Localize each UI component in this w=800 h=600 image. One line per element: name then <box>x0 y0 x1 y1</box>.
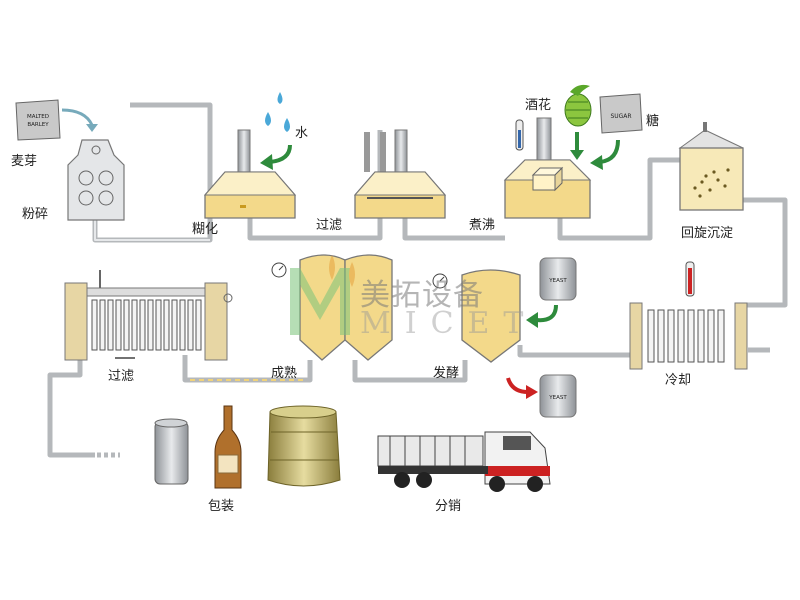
label-malt: 麦芽 <box>11 154 38 169</box>
arrow-sugar-icon <box>599 139 620 164</box>
hops-icon <box>564 84 592 127</box>
malt-bag-line1: MALTED <box>27 114 49 120</box>
cooler-icon <box>629 302 770 370</box>
arrow-water-icon <box>269 144 292 164</box>
keg-icon <box>267 405 341 487</box>
malt-bag-icon: MALTED BARLEY <box>15 99 61 141</box>
label-cooling: 冷却 <box>665 373 692 388</box>
label-fermentation: 发酵 <box>433 366 460 381</box>
filter-press-icon <box>64 270 233 361</box>
label-packaging: 包装 <box>208 499 235 514</box>
fermentation-tank-icon <box>432 269 521 363</box>
label-boiling: 煮沸 <box>469 218 496 233</box>
malt-bag-line2: BARLEY <box>27 122 49 128</box>
mill-icon <box>67 139 125 221</box>
sugar-bag-text: SUGAR <box>610 113 631 120</box>
arrow-yeast-in-icon <box>535 304 558 323</box>
brew-kettle-icon <box>503 117 592 219</box>
label-hops: 酒花 <box>525 98 552 113</box>
thermometer-kettle-icon <box>515 119 524 151</box>
yeast-out-text: YEAST <box>548 395 567 401</box>
truck-icon <box>377 431 551 492</box>
arrow-malt-icon <box>61 108 94 126</box>
label-maturation: 成熟 <box>271 366 298 381</box>
yeast-in-text: YEAST <box>548 278 567 284</box>
sugar-bag-icon: SUGAR <box>599 93 643 134</box>
arrow-yeast-out-icon <box>506 377 529 394</box>
label-water: 水 <box>295 126 309 141</box>
label-sugar: 糖 <box>646 114 660 129</box>
water-drops-icon <box>265 92 290 132</box>
watermark-cn: 美拓设备 <box>360 278 484 313</box>
watermark-logo <box>290 255 355 335</box>
whirlpool-tank-icon <box>678 122 744 211</box>
thermometer-cooler-icon <box>685 261 695 297</box>
bottle-icon <box>214 405 242 489</box>
lauter-tun-icon <box>353 129 447 219</box>
yeast-out-icon: YEAST <box>539 374 577 418</box>
label-whirlpool: 回旋沉淀 <box>681 226 734 241</box>
yeast-in-icon: YEAST <box>539 257 577 301</box>
label-mashing: 糊化 <box>192 222 219 237</box>
label-lautering: 过滤 <box>316 218 343 233</box>
label-distribution: 分销 <box>435 499 462 514</box>
label-filtration: 过滤 <box>108 369 135 384</box>
watermark-en: MICET <box>360 306 538 341</box>
mash-tun-icon <box>203 129 297 219</box>
can-icon <box>154 418 189 485</box>
label-milling: 粉碎 <box>22 207 49 222</box>
